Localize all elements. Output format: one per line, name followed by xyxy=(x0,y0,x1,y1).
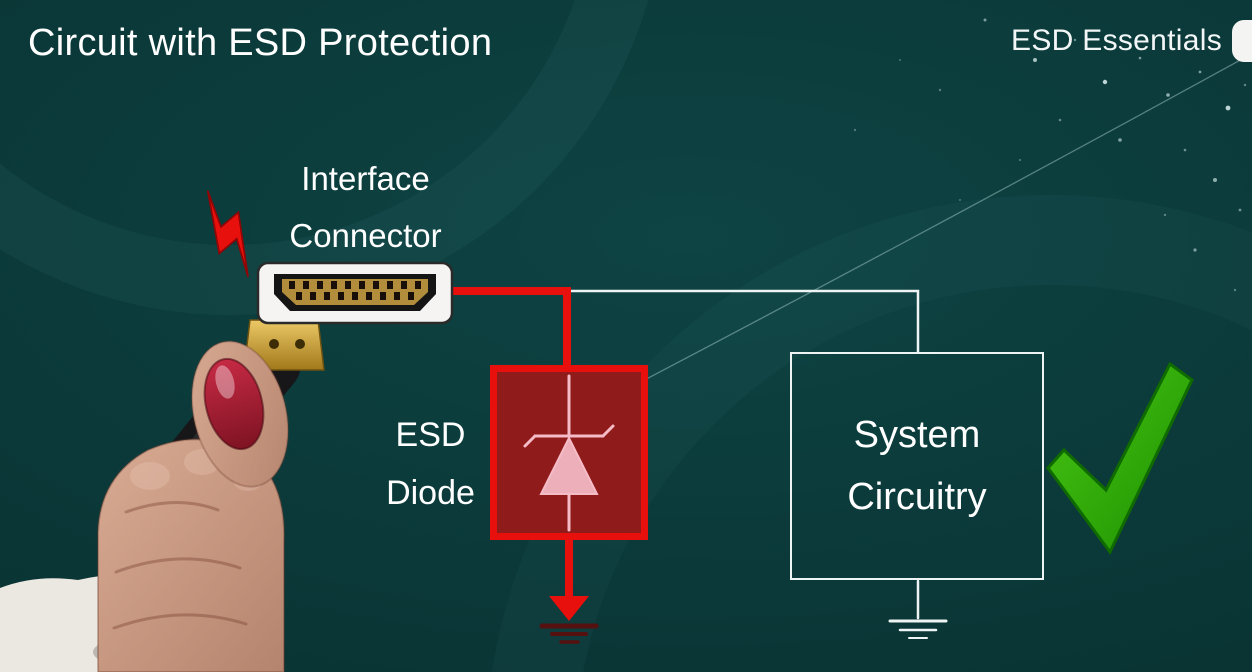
checkmark-icon xyxy=(1046,361,1194,555)
hand-photo xyxy=(0,319,325,672)
diode-label-line1: ESD xyxy=(395,416,466,454)
lightning-icon xyxy=(206,190,249,278)
connector-pins xyxy=(289,281,421,300)
system-label-line1: System xyxy=(853,414,981,456)
signal-wire xyxy=(566,289,920,353)
esd-path-wire xyxy=(452,287,571,372)
brand: ESD Essentials xyxy=(1011,20,1252,62)
esd-diode-label: ESD Diode xyxy=(368,406,493,522)
interface-connector-label: Interface Connector xyxy=(238,150,493,264)
ground-symbol-esd xyxy=(539,623,599,644)
hdmi-connector-icon xyxy=(256,261,454,325)
nail-shine xyxy=(215,365,235,399)
brand-logo-partial xyxy=(1232,20,1252,62)
star-dots xyxy=(853,18,1247,292)
brand-text: ESD Essentials xyxy=(1011,24,1222,57)
slide-title: Circuit with ESD Protection xyxy=(28,22,493,64)
plug-screw-hole xyxy=(295,339,305,349)
connector-label-line2: Connector xyxy=(289,217,442,254)
system-label-line2: Circuitry xyxy=(847,476,987,518)
thumb-nail xyxy=(203,357,265,451)
esd-diode-box xyxy=(490,365,648,540)
diode-label-line2: Diode xyxy=(386,474,475,512)
system-circuitry-box: System Circuitry xyxy=(790,352,1044,580)
connector-label-line1: Interface xyxy=(301,160,430,197)
ground-symbol-system xyxy=(888,579,948,639)
finger-creases xyxy=(112,501,248,630)
zener-diode-symbol xyxy=(523,374,615,532)
esd-discharge-arrow xyxy=(549,537,589,621)
plug-screw-hole xyxy=(269,339,279,349)
